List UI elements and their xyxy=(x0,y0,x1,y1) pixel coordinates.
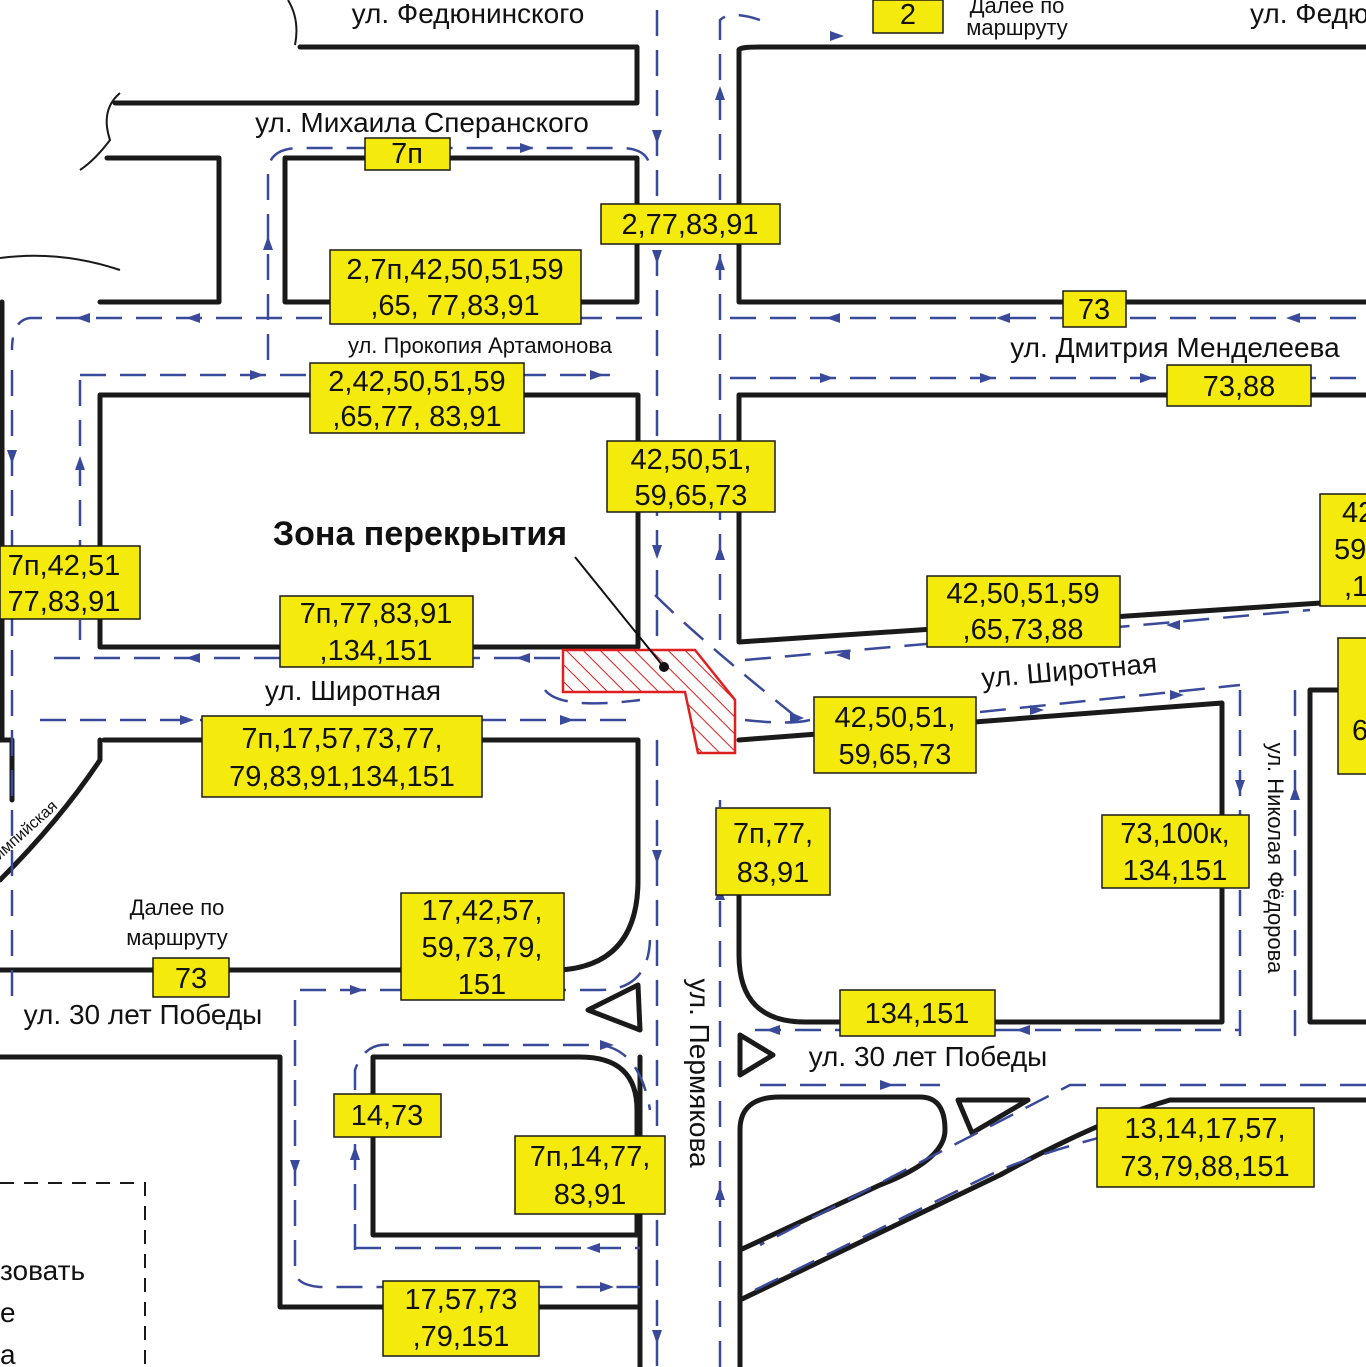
route-label-7p-77-83: 7п,77, 83,91 xyxy=(715,807,831,896)
svg-text:7п,77,: 7п,77, xyxy=(733,818,813,850)
route-arrows xyxy=(7,31,1300,1344)
svg-text:73,88: 73,88 xyxy=(1203,371,1276,403)
svg-text:59,65,73: 59,65,73 xyxy=(839,739,952,771)
svg-text:7п: 7п xyxy=(391,138,423,170)
svg-text:59,65,73: 59,65,73 xyxy=(635,480,748,512)
svg-text:2,77,83,91: 2,77,83,91 xyxy=(621,209,758,241)
route-label-134-151: 134,151 xyxy=(839,989,996,1037)
svg-text:14,73: 14,73 xyxy=(351,1100,424,1132)
svg-text:42: 42 xyxy=(1342,497,1366,529)
svg-text:73,100к,: 73,100к, xyxy=(1120,818,1229,850)
svg-text:134,151: 134,151 xyxy=(865,998,970,1030)
svg-text:134,151: 134,151 xyxy=(1123,855,1228,887)
route-label-left-42: 7п,42,51 77,83,91 xyxy=(0,545,141,620)
note-further-top-2: маршруту xyxy=(966,15,1068,40)
zone-title: Зона перекрытия xyxy=(273,515,567,553)
svg-text:73: 73 xyxy=(175,963,207,995)
svg-text:83,91: 83,91 xyxy=(737,857,810,889)
svg-text:,65, 77,83,91: ,65, 77,83,91 xyxy=(370,290,539,322)
svg-text:7п,17,57,73,77,: 7п,17,57,73,77, xyxy=(241,723,442,755)
street-pobedy-left: ул. 30 лет Победы xyxy=(24,999,263,1030)
street-fedorova: ул. Николая Фёдорова xyxy=(1263,743,1288,974)
svg-text:6: 6 xyxy=(1352,715,1366,747)
route-label-42-shirotnaya: 42,50,51, 59,65,73 xyxy=(813,696,977,774)
street-labels: ул. Федюнинского ул. Федю ул. Михаила Сп… xyxy=(0,0,1366,1168)
svg-text:2: 2 xyxy=(900,0,916,31)
route-label-42-center: 42,50,51, 59,65,73 xyxy=(606,440,776,513)
svg-text:17,42,57,: 17,42,57, xyxy=(422,895,543,927)
route-label-big2: 2,42,50,51,59 ,65,77, 83,91 xyxy=(309,362,525,434)
svg-text:7п,77,83,91: 7п,77,83,91 xyxy=(300,598,453,630)
svg-text:42,50,51,59: 42,50,51,59 xyxy=(946,578,1099,610)
svg-text:42,50,51,: 42,50,51, xyxy=(835,702,956,734)
route-label-13-14: 13,14,17,57, 73,79,88,151 xyxy=(1096,1107,1315,1188)
closure-zone xyxy=(561,556,737,755)
street-speranskogo: ул. Михаила Сперанского xyxy=(255,107,589,138)
route-label-17-57: 17,57,73 ,79,151 xyxy=(382,1280,540,1357)
street-pobedy-right: ул. 30 лет Победы xyxy=(809,1041,1048,1072)
street-shirotnaya-left: ул. Широтная xyxy=(265,675,441,706)
street-olimpiyskaya: ..лимпийская xyxy=(0,798,61,876)
svg-text:59,73,79,: 59,73,79, xyxy=(422,932,543,964)
cut-text-1: зовать xyxy=(0,1255,85,1286)
route-label-2-77-83-91: 2,77,83,91 xyxy=(600,203,781,245)
cut-text-3: а xyxy=(0,1339,16,1367)
route-label-7p-14: 7п,14,77, 83,91 xyxy=(514,1135,666,1215)
route-label-7p-77: 7п,77,83,91 ,134,151 xyxy=(279,595,474,668)
svg-text:,65,73,88: ,65,73,88 xyxy=(963,614,1084,646)
svg-text:83,91: 83,91 xyxy=(554,1179,627,1211)
svg-text:13,14,17,57,: 13,14,17,57, xyxy=(1124,1113,1285,1145)
cut-text-2: е xyxy=(0,1297,16,1328)
note-further-left-1: Далее по xyxy=(130,895,225,920)
route-label-73-top: 73 xyxy=(1062,290,1127,328)
street-artamonova: ул. Прокопия Артамонова xyxy=(348,333,613,358)
notes: Далее по маршруту Далее по маршруту зова… xyxy=(0,0,1068,1367)
route-label-shirotnaya-42: 42,50,51,59 ,65,73,88 xyxy=(926,575,1121,648)
svg-text:,65,77, 83,91: ,65,77, 83,91 xyxy=(332,401,501,433)
note-further-left-2: маршруту xyxy=(126,925,228,950)
svg-text:151: 151 xyxy=(458,969,506,1001)
street-shirotnaya-right: ул. Широтная xyxy=(980,647,1158,693)
svg-text:7п,42,51: 7п,42,51 xyxy=(8,550,120,582)
route-label-edge-42: 42 59 ,1 xyxy=(1319,493,1366,607)
route-label-17-42: 17,42,57, 59,73,79, 151 xyxy=(400,892,565,1001)
route-label-73-100k: 73,100к, 134,151 xyxy=(1101,814,1250,889)
route-label-7p-17: 7п,17,57,73,77, 79,83,91,134,151 xyxy=(201,715,483,798)
route-label-7p: 7п xyxy=(364,137,451,171)
svg-text:77,83,91: 77,83,91 xyxy=(8,586,121,618)
route-label-73-88: 73,88 xyxy=(1166,364,1312,407)
route-label-big1: 2,7п,42,50,51,59 ,65, 77,83,91 xyxy=(329,249,582,325)
svg-text:2,42,50,51,59: 2,42,50,51,59 xyxy=(328,366,505,398)
svg-text:73,79,88,151: 73,79,88,151 xyxy=(1120,1151,1289,1183)
street-fedyuninskogo-right: ул. Федю xyxy=(1250,0,1366,29)
svg-text:,1: ,1 xyxy=(1344,571,1366,603)
street-mendeleeva: ул. Дмитрия Менделеева xyxy=(1010,332,1340,363)
svg-text:,79,151: ,79,151 xyxy=(413,1321,510,1353)
svg-text:2,7п,42,50,51,59: 2,7п,42,50,51,59 xyxy=(346,254,563,286)
route-label-73-left: 73 xyxy=(152,957,230,998)
street-fedyuninskogo: ул. Федюнинского xyxy=(352,0,585,29)
svg-text:7п,14,77,: 7п,14,77, xyxy=(530,1141,651,1173)
svg-text:73: 73 xyxy=(1078,294,1110,326)
svg-text:59: 59 xyxy=(1334,534,1366,566)
svg-text:17,57,73: 17,57,73 xyxy=(405,1284,518,1316)
note-further-top-1: Далее по xyxy=(970,0,1065,18)
street-permyakova: ул. Пермякова xyxy=(684,978,715,1168)
route-label-edge-6: 6 xyxy=(1337,637,1366,775)
svg-text:,134,151: ,134,151 xyxy=(320,635,433,667)
route-label-2: 2 xyxy=(872,0,944,34)
svg-text:42,50,51,: 42,50,51, xyxy=(631,444,752,476)
route-label-14-73: 14,73 xyxy=(333,1093,442,1138)
svg-text:79,83,91,134,151: 79,83,91,134,151 xyxy=(229,761,455,793)
